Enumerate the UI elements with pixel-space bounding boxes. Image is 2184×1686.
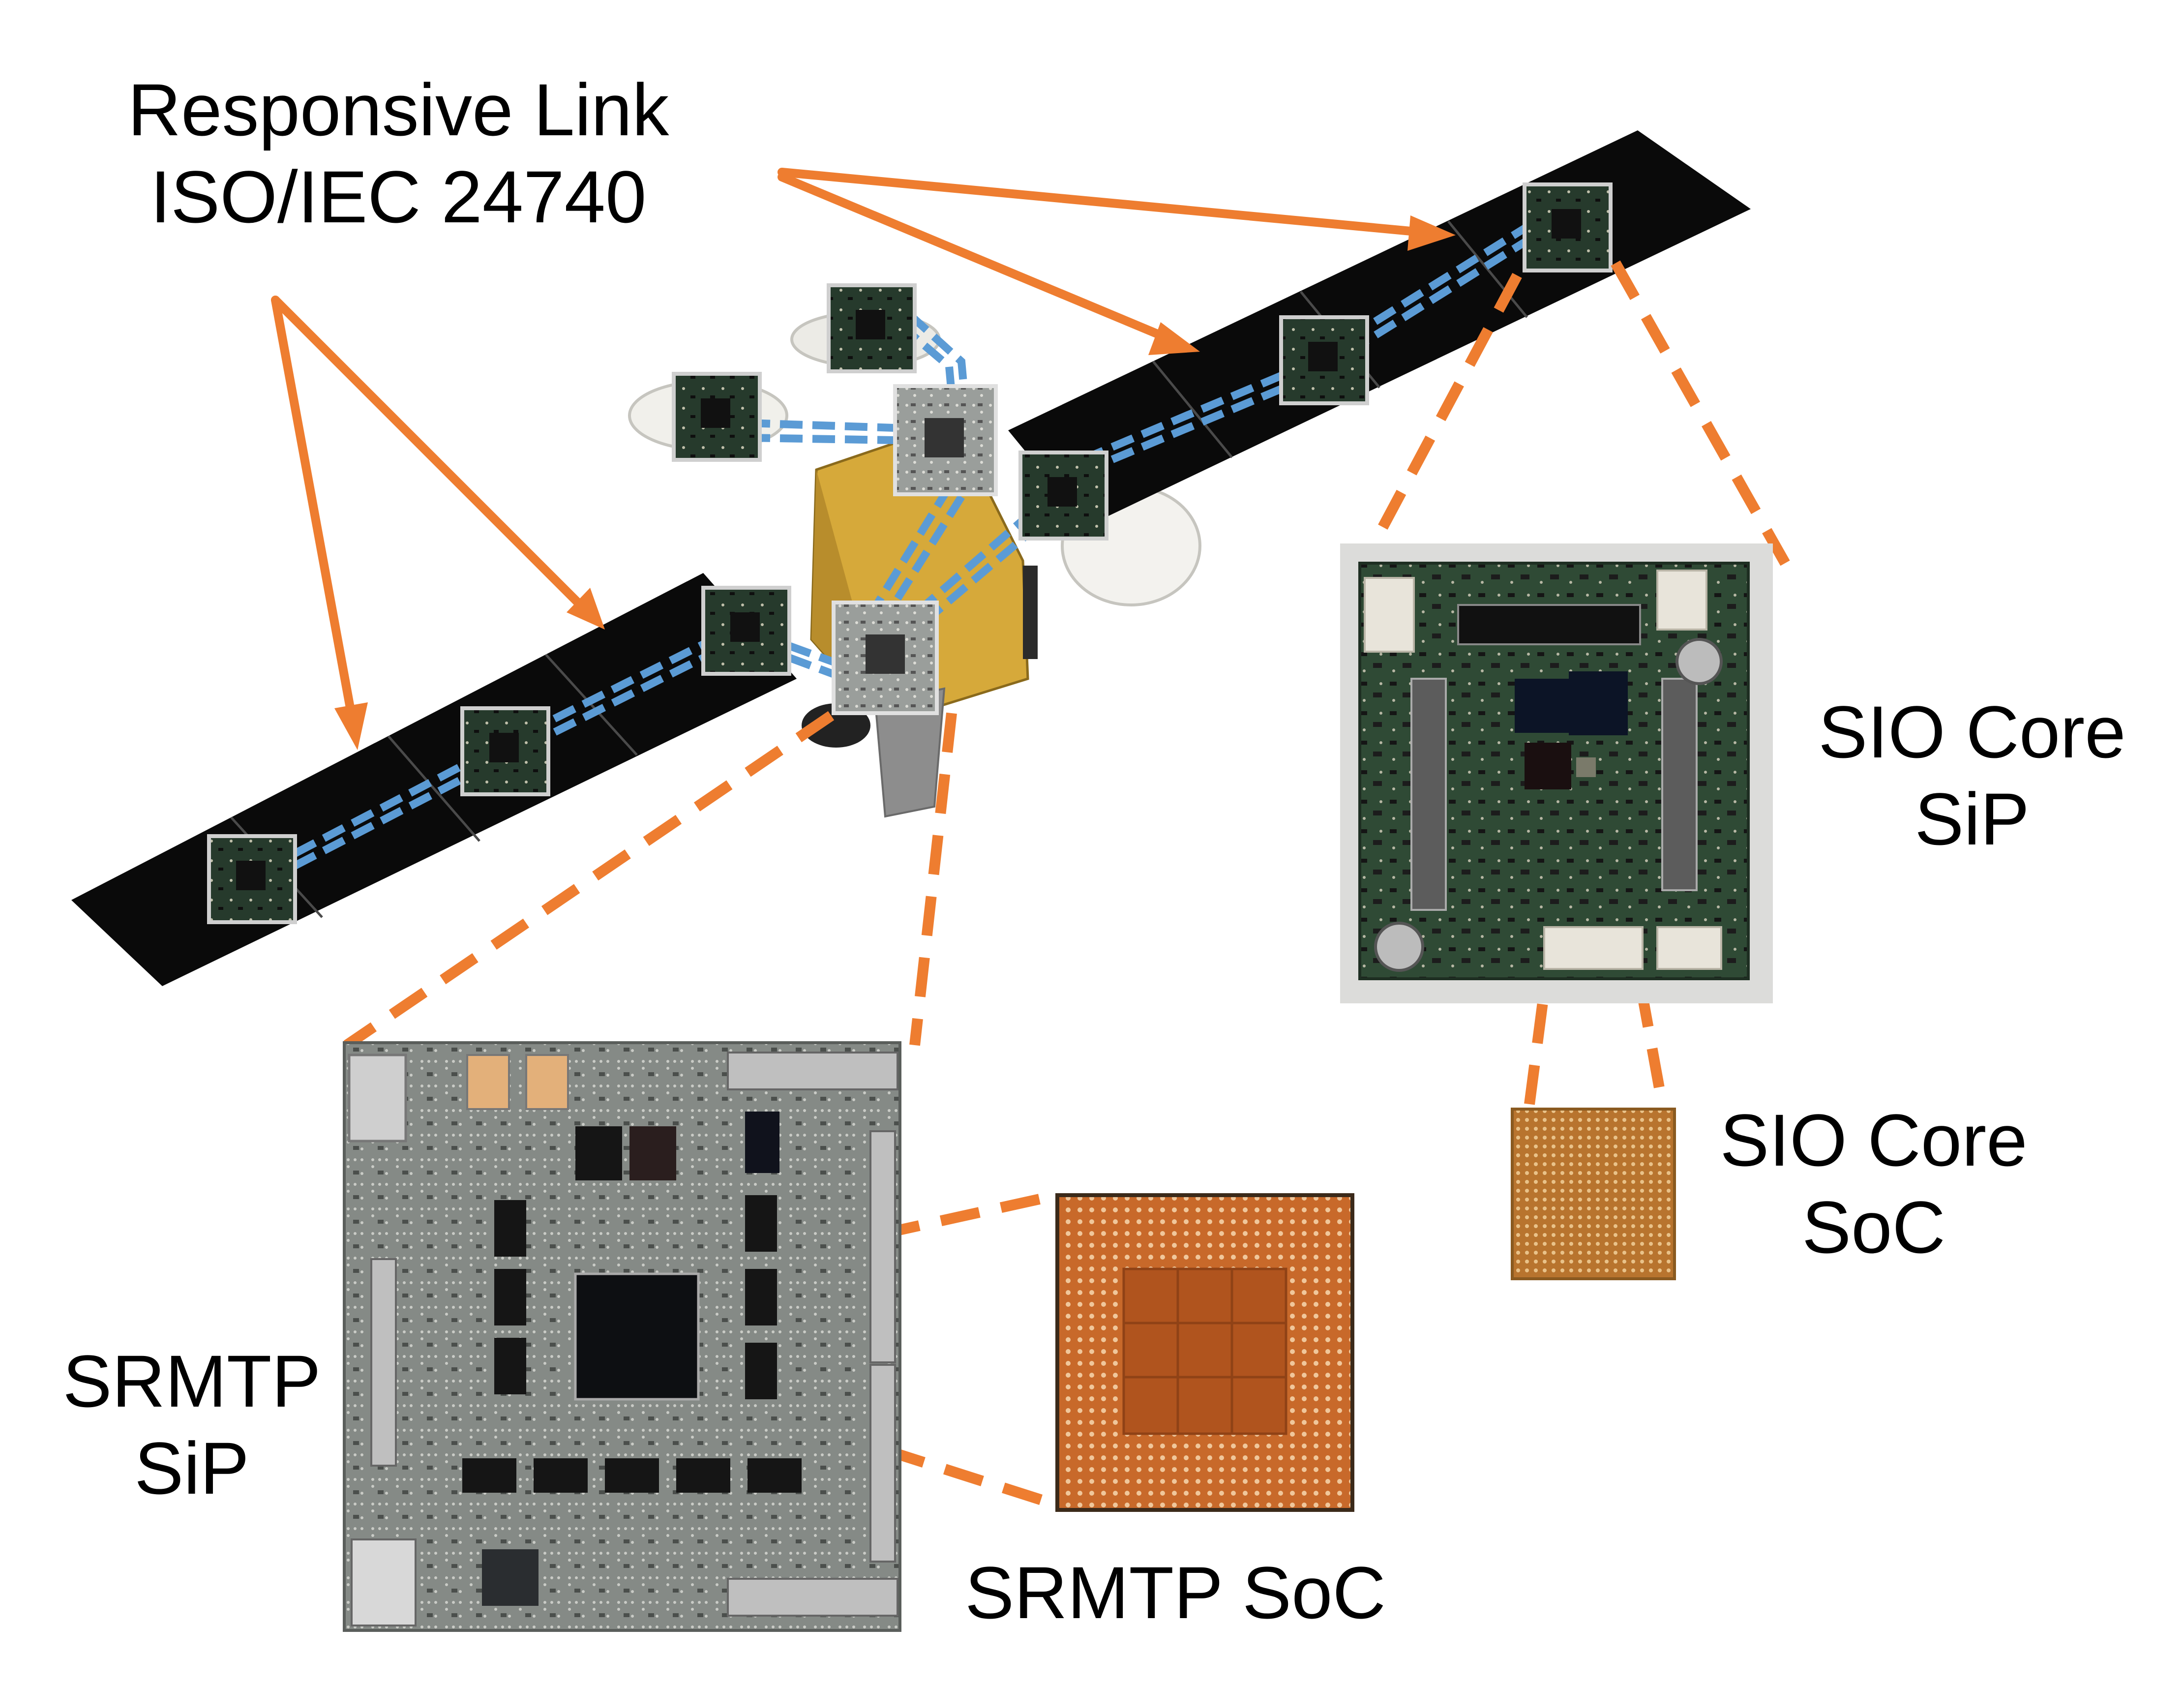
arrowhead-right-mid bbox=[1148, 322, 1200, 355]
sio-core-sip-board bbox=[1340, 543, 1773, 1003]
arrow-to-right-mid bbox=[778, 173, 1175, 344]
label-srmtp-sip-line1: SRMTP bbox=[62, 1340, 321, 1422]
module-left-mid bbox=[460, 706, 550, 796]
arrowhead-right-tip bbox=[1407, 215, 1456, 251]
module-top bbox=[827, 283, 917, 373]
link-left-wing-b bbox=[293, 635, 847, 870]
label-sio-core-soc-line1: SIO Core bbox=[1720, 1099, 2028, 1181]
link-body-d bbox=[924, 520, 1043, 623]
label-srmtp-soc-line1: SRMTP SoC bbox=[965, 1551, 1386, 1634]
solar-panel-left bbox=[71, 573, 797, 986]
arrows bbox=[271, 168, 1426, 720]
link-top-module-a bbox=[907, 312, 968, 389]
link-body-a bbox=[867, 484, 953, 617]
module-right-tip bbox=[1523, 182, 1613, 272]
arrowheads bbox=[334, 215, 1456, 750]
module-right-mid bbox=[1279, 315, 1369, 405]
module-right-inner bbox=[1018, 451, 1108, 541]
pcb-modules bbox=[207, 182, 1613, 924]
link-left-wing-a bbox=[293, 623, 847, 857]
arrow-to-left-tip bbox=[271, 296, 356, 720]
srmtp-soc-chip bbox=[1055, 1193, 1354, 1512]
label-sio-core-sip: SIO Core SiP bbox=[1780, 689, 2164, 863]
label-srmtp-sip: SRMTP SiP bbox=[30, 1338, 354, 1512]
label-srmtp-soc: SRMTP SoC bbox=[925, 1549, 1426, 1636]
module-left-tip bbox=[207, 834, 297, 924]
link-top-b bbox=[747, 434, 896, 444]
zoom-line-sio-sip-left bbox=[1357, 272, 1522, 569]
label-responsive-link-line2: ISO/IEC 24740 bbox=[150, 155, 647, 238]
label-srmtp-sip-line2: SiP bbox=[134, 1427, 249, 1509]
label-responsive-link: Responsive Link ISO/IEC 24740 bbox=[74, 66, 723, 241]
srmtp-sip-board bbox=[343, 1041, 901, 1632]
arrowhead-left-tip bbox=[334, 702, 368, 750]
label-responsive-link-line1: Responsive Link bbox=[127, 68, 669, 151]
label-sio-core-soc: SIO Core SoC bbox=[1682, 1097, 2065, 1271]
module-body-gray-bottom bbox=[832, 601, 939, 715]
zoom-line-sio-sip-right bbox=[1611, 260, 1790, 566]
label-sio-core-sip-line2: SiP bbox=[1915, 778, 2030, 860]
sio-core-soc-chip bbox=[1511, 1108, 1676, 1280]
arrow-to-right-tip bbox=[778, 168, 1426, 237]
arrow-to-left-mid bbox=[271, 296, 585, 609]
link-body-b bbox=[879, 494, 965, 625]
link-top-a bbox=[747, 419, 896, 432]
module-left-inner bbox=[701, 586, 791, 676]
arrowhead-left-mid bbox=[567, 588, 605, 630]
module-top-left bbox=[672, 372, 762, 462]
link-body-c bbox=[917, 508, 1036, 613]
zoom-line-srmtp-sip-left bbox=[343, 711, 835, 1050]
label-sio-core-sip-line1: SIO Core bbox=[1818, 691, 2126, 773]
zoom-line-srmtp-sip-right bbox=[909, 712, 957, 1046]
label-sio-core-soc-line2: SoC bbox=[1802, 1186, 1945, 1268]
module-body-gray-top bbox=[893, 384, 998, 496]
